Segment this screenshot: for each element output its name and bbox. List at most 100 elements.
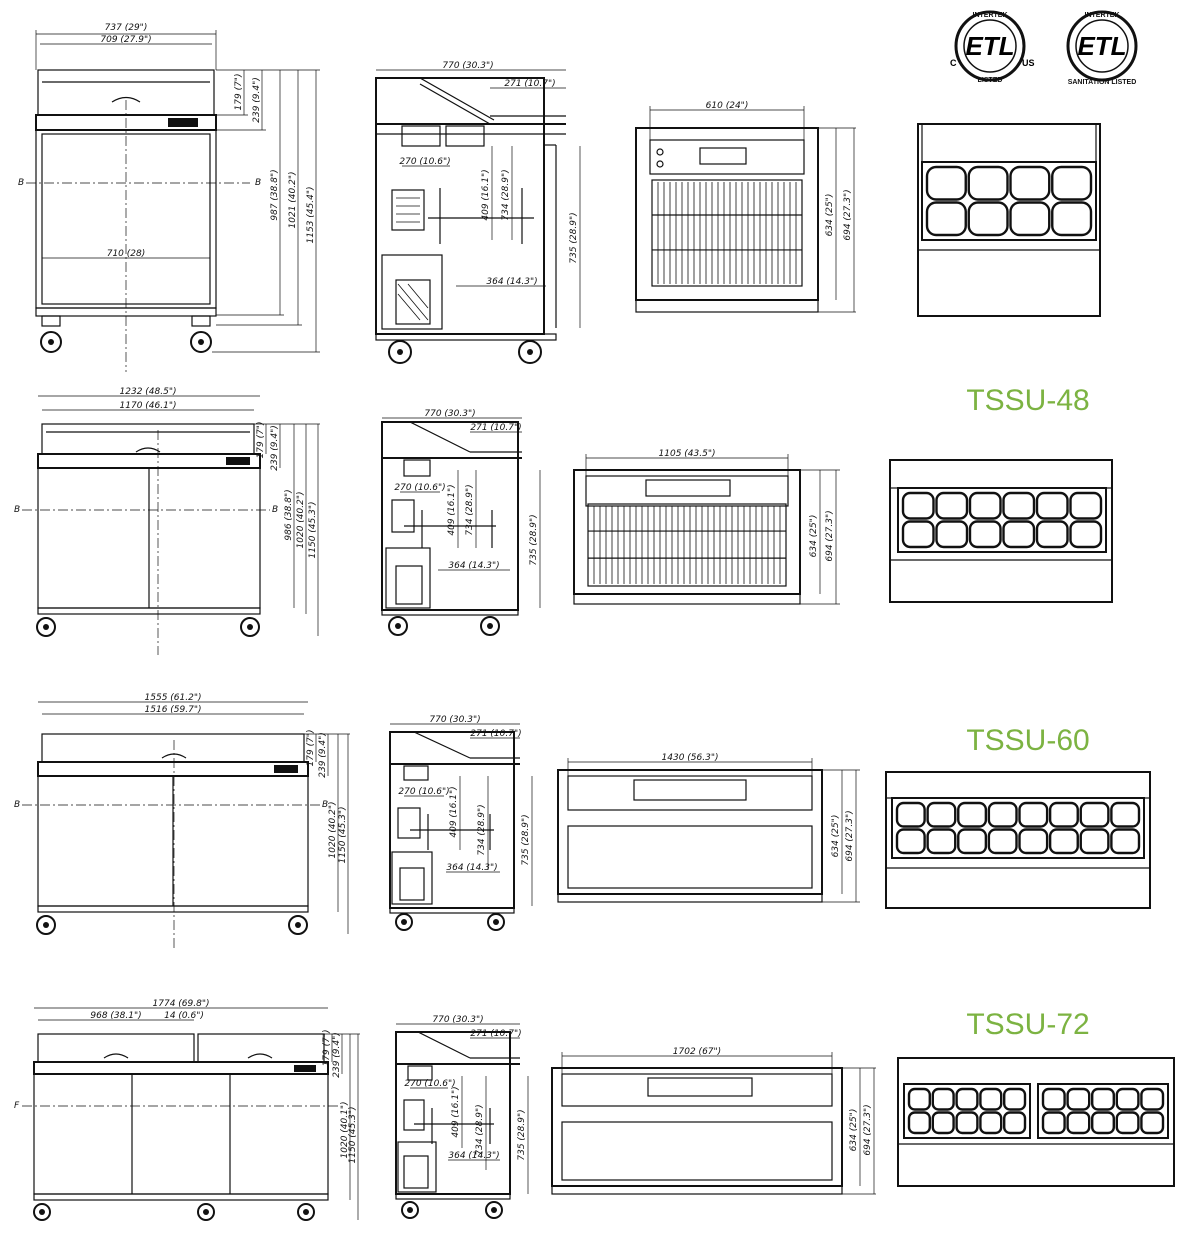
dim-depth-2: 770 (30.3") (424, 409, 475, 419)
section-mark-left-4: F (14, 1101, 20, 1111)
dim-h1-1: 179 (7") (234, 74, 244, 111)
dim-h5-3: 1150 (45.3") (338, 807, 348, 864)
section-mark-left-3: B (14, 800, 20, 810)
dim-d3-4: 735 (28.9") (517, 1109, 527, 1160)
dim-h3-1: 987 (38.8") (270, 169, 280, 220)
side-view-row4: 770 (30.3") 271 (10.7") 270 (10.6") 409 … (395, 1015, 529, 1219)
dim-overall-width-2: 1232 (48.5") (120, 387, 177, 397)
top-view-row1 (917, 123, 1101, 317)
dim-rear-width-2: 1105 (43.5") (659, 449, 716, 459)
dim-d2-1: 734 (28.9") (501, 169, 511, 220)
food-pan (957, 801, 988, 828)
section-mark-left-2: B (14, 505, 20, 515)
dim-rear-h1-3: 634 (25") (831, 815, 841, 858)
dim-h4-4: 1020 (40.1") (340, 1102, 350, 1159)
food-pan (968, 520, 1002, 549)
dim-lid-4: 271 (10.7") (470, 1029, 521, 1039)
dim-h1-4: 179 (7") (322, 1030, 332, 1067)
dim-rear-width-3: 1430 (56.3") (662, 753, 719, 763)
food-pan (1069, 520, 1103, 549)
dim-lid-2: 271 (10.7") (470, 423, 521, 433)
rear-view-row2: 1105 (43.5") 634 (25") 694 (27.3") (573, 449, 840, 605)
dim-top-width-3: 1516 (59.7") (145, 705, 202, 715)
front-view-row3: B B 1555 (61.2") 1516 (59.7") 179 (7") 2… (14, 693, 350, 950)
dim-h2-1: 239 (9.4") (252, 77, 262, 123)
listed-text: LISTED (978, 77, 1003, 84)
dim-pan-3: 270 (10.6") (398, 787, 449, 797)
rear-view-row4: 1702 (67") 634 (25") 694 (27.3") (551, 1047, 876, 1195)
food-pan (1048, 828, 1079, 855)
dim-d4-4: 364 (14.3") (448, 1151, 499, 1161)
dim-overall-width-4: 1774 (69.8") (153, 999, 210, 1009)
top-view-row2 (889, 459, 1113, 603)
dim-d3-3: 735 (28.9") (521, 814, 531, 865)
dim-top-width-4: 968 (38.1") (90, 1011, 141, 1021)
food-pan (1009, 201, 1051, 237)
food-pan (1051, 165, 1093, 201)
section-mark-left-1: B (18, 178, 24, 188)
dim-rear-width-4: 1702 (67") (673, 1047, 721, 1057)
dim-h2-3: 239 (9.4") (318, 732, 328, 778)
food-pan (925, 201, 967, 237)
food-pan (925, 165, 967, 201)
side-view-row1: 770 (30.3") 271 (10.7") 270 (10.6") 409 … (375, 61, 581, 364)
dim-pan-1: 270 (10.6") (399, 157, 450, 167)
rear-view-row3: 1430 (56.3") 634 (25") 694 (27.3") (557, 753, 860, 903)
food-pan (1140, 1087, 1165, 1111)
dim-top-width-2: 1170 (46.1") (120, 401, 177, 411)
dim-rear-width-1: 610 (24") (706, 101, 749, 111)
food-pan (1003, 1087, 1027, 1111)
food-pan (1041, 1087, 1066, 1111)
etl-mark-text: ETL (965, 31, 1014, 61)
dim-overall-width-3: 1555 (61.2") (145, 693, 202, 703)
food-pan (907, 1111, 931, 1135)
food-pan (1002, 491, 1036, 520)
section-mark-right-3: B (322, 800, 328, 810)
etl-sanitation-mark: ETL INTERTEK SANITATION LISTED (1066, 10, 1138, 86)
food-pan (1051, 201, 1093, 237)
food-pan (1079, 828, 1110, 855)
dim-gap-4: 14 (0.6") (164, 1011, 204, 1021)
food-pan (926, 828, 957, 855)
dim-h4-2: 1020 (40.2") (296, 492, 306, 549)
food-pan (935, 520, 969, 549)
food-pan (931, 1087, 955, 1111)
food-pan (1090, 1111, 1115, 1135)
side-view-row2: 770 (30.3") 271 (10.7") 270 (10.6") 409 … (381, 409, 541, 636)
food-pan (926, 801, 957, 828)
intertek-text: INTERTEK (973, 12, 1008, 19)
dim-h2-4: 239 (9.4") (332, 1032, 342, 1078)
dim-d1-1: 409 (16.1") (481, 169, 491, 220)
dim-top-width-1: 709 (27.9") (100, 35, 151, 45)
dim-d1-3: 409 (16.1") (449, 786, 459, 837)
top-view-row3 (885, 771, 1151, 909)
model-label-tssu-60: TSSU-60 (966, 724, 1089, 757)
food-pan (1110, 828, 1141, 855)
dim-inner-width-1: 710 (28) (107, 249, 146, 259)
c-mark: C (950, 58, 957, 68)
model-label-tssu-72: TSSU-72 (966, 1008, 1089, 1041)
dim-rear-h2-4: 694 (27.3") (863, 1104, 873, 1155)
dim-h1-3: 179 (7") (306, 730, 316, 767)
dim-d4-2: 364 (14.3") (448, 561, 499, 571)
food-pan (907, 1087, 931, 1111)
rear-view-row1: 610 (24") 634 (25") 694 (27.3") (635, 101, 856, 313)
food-pan (1018, 801, 1049, 828)
food-pan (901, 491, 935, 520)
dim-h5-2: 1150 (45.3") (308, 502, 318, 559)
dim-depth-3: 770 (30.3") (429, 715, 480, 725)
food-pan (1115, 1087, 1140, 1111)
food-pan (1115, 1111, 1140, 1135)
dim-h1-2: 179 (7") (256, 422, 266, 459)
food-pan (1041, 1111, 1066, 1135)
dim-pan-2: 270 (10.6") (394, 483, 445, 493)
dim-rear-h1-4: 634 (25") (849, 1109, 859, 1152)
top-view-row4 (897, 1057, 1175, 1187)
side-view-row3: 770 (30.3") 271 (10.7") 270 (10.6") 409 … (389, 715, 533, 931)
food-pan (967, 201, 1009, 237)
condenser-grills (588, 182, 802, 584)
dim-rear-h1-2: 634 (25") (809, 515, 819, 558)
dim-lid-3: 271 (10.7") (470, 729, 521, 739)
food-pan (957, 828, 988, 855)
